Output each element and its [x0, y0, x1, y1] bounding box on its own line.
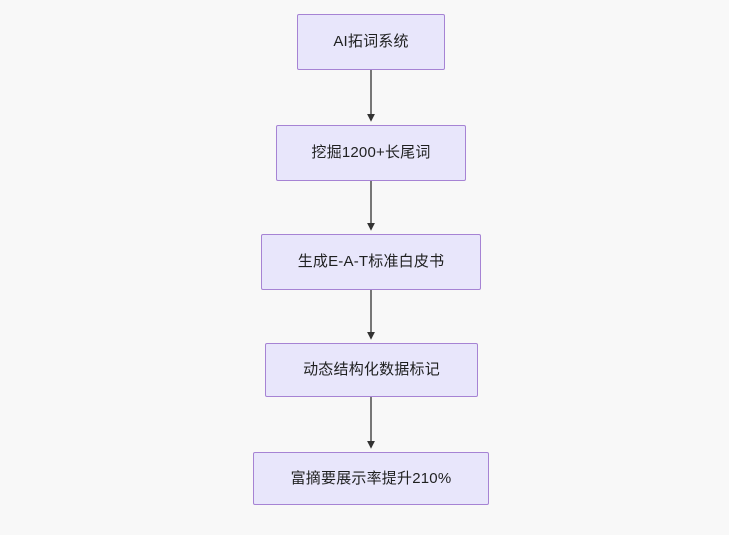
flow-node-mine-longtail-keywords[interactable]: 挖掘1200+长尾词	[276, 125, 466, 181]
flow-node-label: AI拓词系统	[333, 33, 409, 50]
flow-node-label: 富摘要展示率提升210%	[290, 469, 452, 487]
flow-node-generate-eat-whitepaper[interactable]: 生成E-A-T标准白皮书	[261, 234, 481, 290]
flow-node-rich-snippet-impression-lift[interactable]: 富摘要展示率提升210%	[253, 452, 489, 505]
flow-node-label: 生成E-A-T标准白皮书	[297, 253, 445, 270]
flow-node-ai-keyword-system[interactable]: AI拓词系统	[297, 14, 445, 70]
flow-node-label: 挖掘1200+长尾词	[311, 144, 431, 161]
flow-node-label: 动态结构化数据标记	[303, 361, 440, 378]
flow-node-dynamic-structured-data-markup[interactable]: 动态结构化数据标记	[265, 343, 478, 397]
